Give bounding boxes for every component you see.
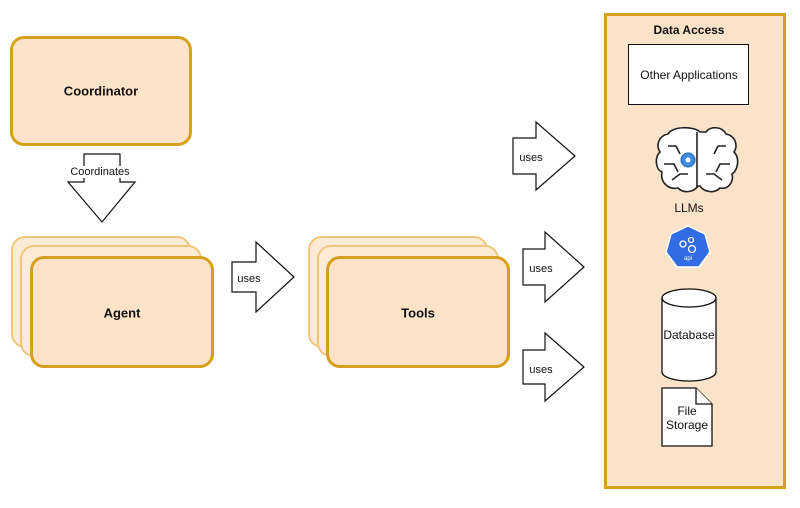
- other-applications-box[interactable]: [628, 44, 749, 105]
- api-badge-label: api: [683, 256, 693, 262]
- coordinator-box[interactable]: [10, 36, 192, 146]
- other-applications-label: Other Applications: [640, 68, 738, 82]
- database-label: Database: [663, 328, 715, 342]
- coordinates-down-arrow: [66, 153, 137, 223]
- llms-label: LLMs: [674, 201, 704, 215]
- uses-label-agent-tools: uses: [237, 273, 261, 285]
- uses-label-3: uses: [529, 364, 553, 376]
- tools-box[interactable]: [326, 256, 510, 368]
- file-storage-label-line2: Storage: [665, 418, 709, 432]
- tools-label: Tools: [401, 305, 435, 321]
- coordinates-label: Coordinates: [69, 166, 131, 178]
- agent-label: Agent: [103, 305, 141, 321]
- uses-label-2: uses: [529, 263, 553, 275]
- uses-label-1: uses: [519, 152, 543, 164]
- coordinator-label: Coordinator: [63, 83, 139, 99]
- data-access-title: Data Access: [653, 23, 725, 37]
- file-storage-label-line1: File: [677, 404, 697, 418]
- agent-box[interactable]: [30, 256, 214, 368]
